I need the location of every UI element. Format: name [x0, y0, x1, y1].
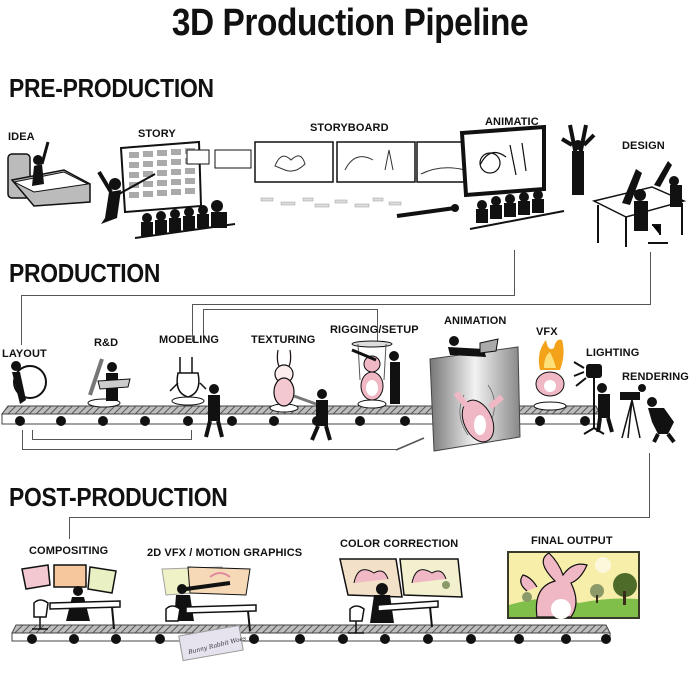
bunny-marionette-icon: [351, 340, 400, 409]
page-title: 3D Production Pipeline: [171, 2, 529, 44]
animatic-screening-icon: [459, 124, 596, 230]
stage-label-animatic: ANIMATIC: [485, 116, 539, 128]
connector-line: [395, 437, 425, 451]
stage-label-final-output: FINAL OUTPUT: [531, 535, 613, 547]
bunny-animation-screen-icon: [429, 336, 521, 452]
post-production-conveyor-belt: [11, 624, 611, 644]
bunny-on-fire-icon: [533, 339, 567, 411]
stage-label-lighting: LIGHTING: [586, 347, 640, 359]
connector-line: [32, 430, 192, 440]
research-tool-icon: [87, 358, 131, 408]
stage-label-modeling: MODELING: [159, 334, 220, 346]
connector-line: [21, 295, 515, 345]
color-correction-workstation-icon: [339, 558, 463, 634]
final-frame-bunny-icon: [507, 551, 640, 619]
section-heading-post-production: POST-PRODUCTION: [9, 482, 228, 512]
connector-line: [514, 250, 515, 296]
stage-label-vfx: VFX: [536, 326, 558, 338]
camera-operator-icon: [620, 384, 676, 444]
connector-line: [203, 309, 378, 341]
person-in-bed-idea-icon: [7, 141, 91, 207]
section-heading-production: PRODUCTION: [9, 258, 161, 288]
person-holding-wheel-icon: [11, 361, 47, 404]
stage-label-rigging-setup: RIGGING/SETUP: [330, 324, 419, 336]
section-heading-pre-production: PRE-PRODUCTION: [9, 73, 214, 103]
textured-bunny-icon: [269, 349, 332, 441]
stage-label-color-correction: COLOR CORRECTION: [340, 538, 459, 550]
stage-label-layout: LAYOUT: [2, 348, 47, 360]
connector-line: [650, 252, 651, 305]
stage-label-design: DESIGN: [622, 140, 665, 152]
motion-graphics-workstation-icon: [161, 566, 257, 632]
stage-label-compositing: COMPOSITING: [29, 545, 109, 557]
connector-line: [69, 517, 650, 539]
design-desk-artists-icon: [591, 161, 687, 247]
stage-label-rnd: R&D: [94, 337, 119, 349]
stage-label-idea: IDEA: [8, 131, 35, 143]
connector-line: [649, 453, 650, 518]
stage-label-storyboard: STORYBOARD: [310, 122, 389, 134]
connector-line: [192, 304, 651, 342]
stage-label-animation: ANIMATION: [444, 315, 507, 327]
white-bunny-model-icon: [169, 357, 224, 438]
spotlight-icon: [573, 361, 614, 435]
stage-label-2d-vfx-motion-graphics: 2D VFX / MOTION GRAPHICS: [147, 547, 303, 559]
stage-label-texturing: TEXTURING: [251, 334, 316, 346]
stage-label-rendering: RENDERING: [622, 371, 689, 383]
storyboard-panels-icon: [186, 141, 468, 218]
compositing-workstation-icon: [21, 564, 121, 630]
connector-line: [22, 430, 397, 450]
script-card-text: Bunny Rabbit Woes: [187, 634, 247, 657]
stage-label-story: STORY: [138, 128, 176, 140]
